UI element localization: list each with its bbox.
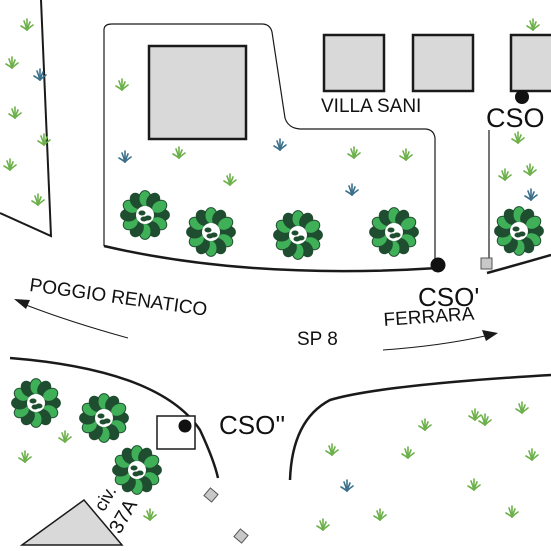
grass-icon xyxy=(525,448,539,461)
grass-icon xyxy=(273,138,287,151)
left-verge xyxy=(0,0,53,238)
building-villa-right xyxy=(411,33,475,93)
arrow-east-head xyxy=(482,330,498,341)
villa-label: VILLA SANI xyxy=(321,96,422,117)
grass-icon xyxy=(3,158,17,171)
cso-prime-label: CSO' xyxy=(418,282,480,312)
cso-north-label: CSO xyxy=(486,103,545,133)
road-label: SP 8 xyxy=(297,329,338,350)
grass-icon xyxy=(340,479,354,492)
grass-icon xyxy=(526,18,540,31)
grass-icon xyxy=(8,106,22,119)
tree-icon xyxy=(79,393,129,443)
grass-icon xyxy=(523,163,537,176)
grass-icon xyxy=(115,78,129,91)
grass-icon xyxy=(467,478,481,491)
grass-icon xyxy=(515,401,529,414)
grass-icon xyxy=(33,68,47,81)
road-edge-south-east xyxy=(288,373,551,481)
building-large xyxy=(147,44,248,141)
cso-double-prime-box xyxy=(156,415,196,450)
grass-icon xyxy=(511,131,525,144)
grass-icon xyxy=(31,193,45,206)
tree-icon xyxy=(120,190,170,240)
grass-icon xyxy=(399,148,413,161)
manhole-south-2 xyxy=(233,528,249,544)
grass-icon xyxy=(5,56,19,69)
grass-icon xyxy=(468,408,482,421)
grass-icon xyxy=(325,443,339,456)
grass-tufts xyxy=(3,18,540,531)
grass-icon xyxy=(345,183,359,196)
arrow-east xyxy=(382,335,486,351)
grass-icon xyxy=(524,188,538,201)
grass-icon xyxy=(498,168,512,181)
building-villa-left xyxy=(322,33,386,93)
tree-icon xyxy=(186,207,236,257)
tree-icon xyxy=(11,378,61,428)
tree-icon xyxy=(273,210,323,260)
grass-icon xyxy=(118,150,132,163)
arrow-west-head xyxy=(14,299,30,309)
road-edge-south-west xyxy=(9,356,220,479)
trees xyxy=(11,190,544,495)
grass-icon xyxy=(58,430,72,443)
tree-icon xyxy=(494,206,544,256)
tree-icon xyxy=(112,445,162,495)
cso-double-prime-marker xyxy=(178,419,192,433)
road-edge-north-east xyxy=(486,253,551,275)
grass-icon xyxy=(18,450,32,463)
grass-icon xyxy=(143,508,157,521)
grass-icon xyxy=(347,146,361,159)
grass-icon xyxy=(505,505,519,518)
tree-icon xyxy=(369,207,419,257)
road-edge-north xyxy=(103,244,439,273)
grass-icon xyxy=(172,146,186,159)
grass-icon xyxy=(316,518,330,531)
manhole-south-1 xyxy=(203,487,219,503)
cso-double-prime-label: CSO'' xyxy=(219,410,286,440)
property-boundary xyxy=(103,23,436,262)
civic-building xyxy=(19,498,124,546)
grass-icon xyxy=(401,446,415,459)
grass-icon xyxy=(223,173,237,186)
grass-icon xyxy=(418,418,432,431)
building-east xyxy=(509,33,551,93)
grass-icon xyxy=(37,133,51,146)
grass-icon xyxy=(478,413,492,426)
grass-icon xyxy=(20,18,34,31)
cso-north-marker xyxy=(515,90,529,104)
cso-prime-marker xyxy=(430,257,446,273)
grass-icon xyxy=(373,508,387,521)
manhole-east xyxy=(480,257,493,270)
arrow-west xyxy=(25,304,129,339)
